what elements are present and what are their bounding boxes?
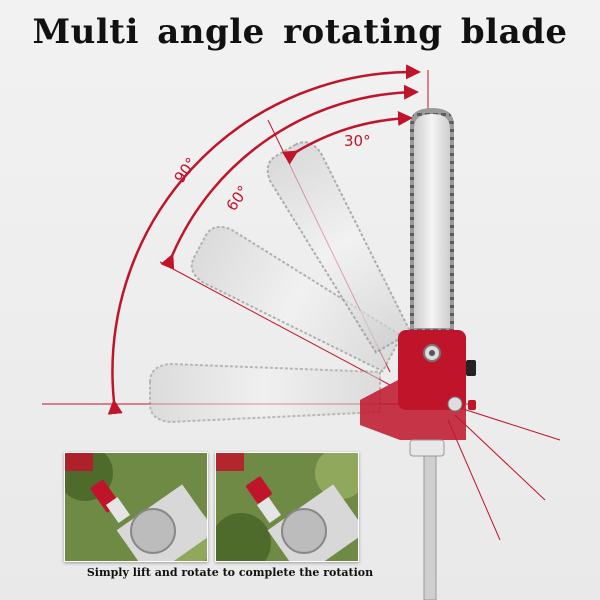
page-title: Multi angle rotating blade [32,12,568,52]
angle-label-30: 30° [344,132,371,150]
lower-guide-1 [459,407,561,441]
knob-icon [466,360,476,376]
angle-label-90: 90° [171,154,201,186]
pole [423,455,437,600]
lower-guide-2 [454,414,546,501]
rotation-arrow-30 [281,110,413,165]
blade-ghost-horizontal [149,362,381,424]
detail-photo-rotate [215,452,359,562]
blade-main [410,108,454,330]
caption: Simply lift and rotate to complete the r… [86,566,374,579]
detail-photo-lift [64,452,208,562]
rotation-arrow-60 [160,84,419,270]
angle-label-60: 60° [223,182,253,214]
